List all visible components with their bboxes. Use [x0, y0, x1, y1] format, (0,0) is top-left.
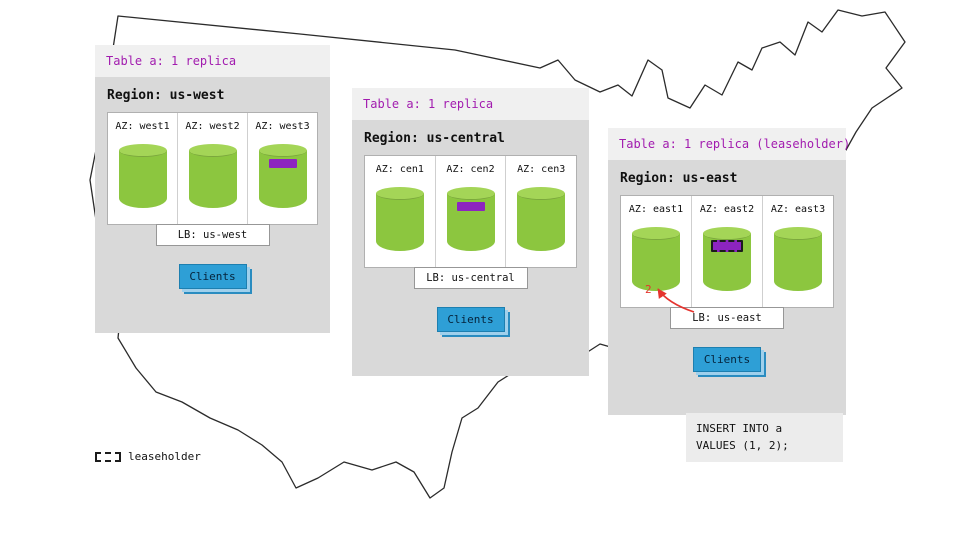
az-column: AZ: east3 — [763, 196, 833, 307]
database-cylinder — [632, 227, 680, 291]
az-label: AZ: cen1 — [375, 164, 424, 175]
leaseholder-patch — [711, 240, 743, 252]
cylinder-top — [446, 187, 495, 200]
database-cylinder — [258, 144, 307, 208]
cylinder-top — [703, 227, 751, 240]
sql-line-1: INSERT INTO a — [696, 422, 783, 435]
az-label: AZ: west3 — [255, 121, 310, 132]
table-replica-label: Table a: 1 replica — [95, 45, 330, 77]
cylinder-top — [774, 227, 822, 240]
leaseholder-swatch-icon — [95, 451, 121, 462]
table-replica-label: Table a: 1 replica — [352, 88, 589, 120]
cylinder-body — [118, 150, 167, 208]
table-replica-label: Table a: 1 replica (leaseholder) — [608, 128, 850, 160]
az-column: AZ: east2 — [692, 196, 763, 307]
load-balancer: LB: us-west — [155, 224, 270, 246]
cylinder-top — [118, 144, 167, 157]
sql-statement-box: INSERT INTO a VALUES (1, 2); — [686, 413, 843, 462]
database-cylinder — [375, 187, 424, 251]
cylinder-body — [375, 193, 424, 251]
region-title: Region: us-east — [620, 171, 738, 186]
cylinder-top — [188, 144, 237, 157]
cylinder-body — [188, 150, 237, 208]
az-label: AZ: east3 — [770, 204, 826, 215]
az-column: AZ: cen1 — [365, 156, 436, 267]
cylinder-body — [517, 193, 566, 251]
az-label: AZ: cen2 — [446, 164, 495, 175]
legend-label: leaseholder — [128, 450, 201, 463]
database-cylinder — [446, 187, 495, 251]
region-title: Region: us-central — [364, 131, 505, 146]
load-balancer: LB: us-central — [413, 267, 528, 289]
region-title: Region: us-west — [107, 88, 225, 103]
clients-node: Clients — [436, 307, 505, 332]
clients-node: Clients — [178, 264, 247, 289]
az-container: AZ: west1 AZ: west2 AZ: west3 — [107, 112, 318, 225]
database-cylinder — [188, 144, 237, 208]
az-column: AZ: west3 — [248, 113, 317, 224]
az-label: AZ: cen3 — [517, 164, 566, 175]
database-cylinder — [703, 227, 751, 291]
az-container: AZ: cen1 AZ: cen2 AZ: cen3 — [364, 155, 577, 268]
replica-patch — [268, 159, 297, 168]
az-column: AZ: cen2 — [436, 156, 507, 267]
az-label: AZ: east1 — [628, 204, 684, 215]
cylinder-body — [632, 233, 680, 291]
az-column: AZ: cen3 — [506, 156, 576, 267]
az-column: AZ: west2 — [178, 113, 248, 224]
az-label: AZ: west2 — [185, 121, 240, 132]
database-cylinder — [774, 227, 822, 291]
region-panel-us-east: Table a: 1 replica (leaseholder) Region:… — [608, 128, 850, 415]
step-number-annotation: 2 — [645, 283, 652, 296]
az-column: AZ: west1 — [108, 113, 178, 224]
legend: leaseholder — [95, 450, 201, 463]
cylinder-top — [258, 144, 307, 157]
az-column: AZ: east1 — [621, 196, 692, 307]
database-cylinder — [118, 144, 167, 208]
cylinder-body — [774, 233, 822, 291]
az-label: AZ: west1 — [115, 121, 170, 132]
sql-line-2: VALUES (1, 2); — [696, 438, 789, 452]
cylinder-top — [517, 187, 566, 200]
az-label: AZ: east2 — [699, 204, 755, 215]
region-panel-us-central: Table a: 1 replica Region: us-central AZ… — [352, 88, 589, 376]
clients-node: Clients — [693, 347, 761, 372]
cylinder-top — [632, 227, 680, 240]
region-panel-us-west: Table a: 1 replica Region: us-west AZ: w… — [95, 45, 330, 333]
replica-patch — [456, 202, 485, 211]
database-cylinder — [517, 187, 566, 251]
load-balancer: LB: us-east — [670, 307, 784, 329]
az-container: AZ: east1 AZ: east2 AZ: east3 — [620, 195, 834, 308]
cylinder-top — [375, 187, 424, 200]
